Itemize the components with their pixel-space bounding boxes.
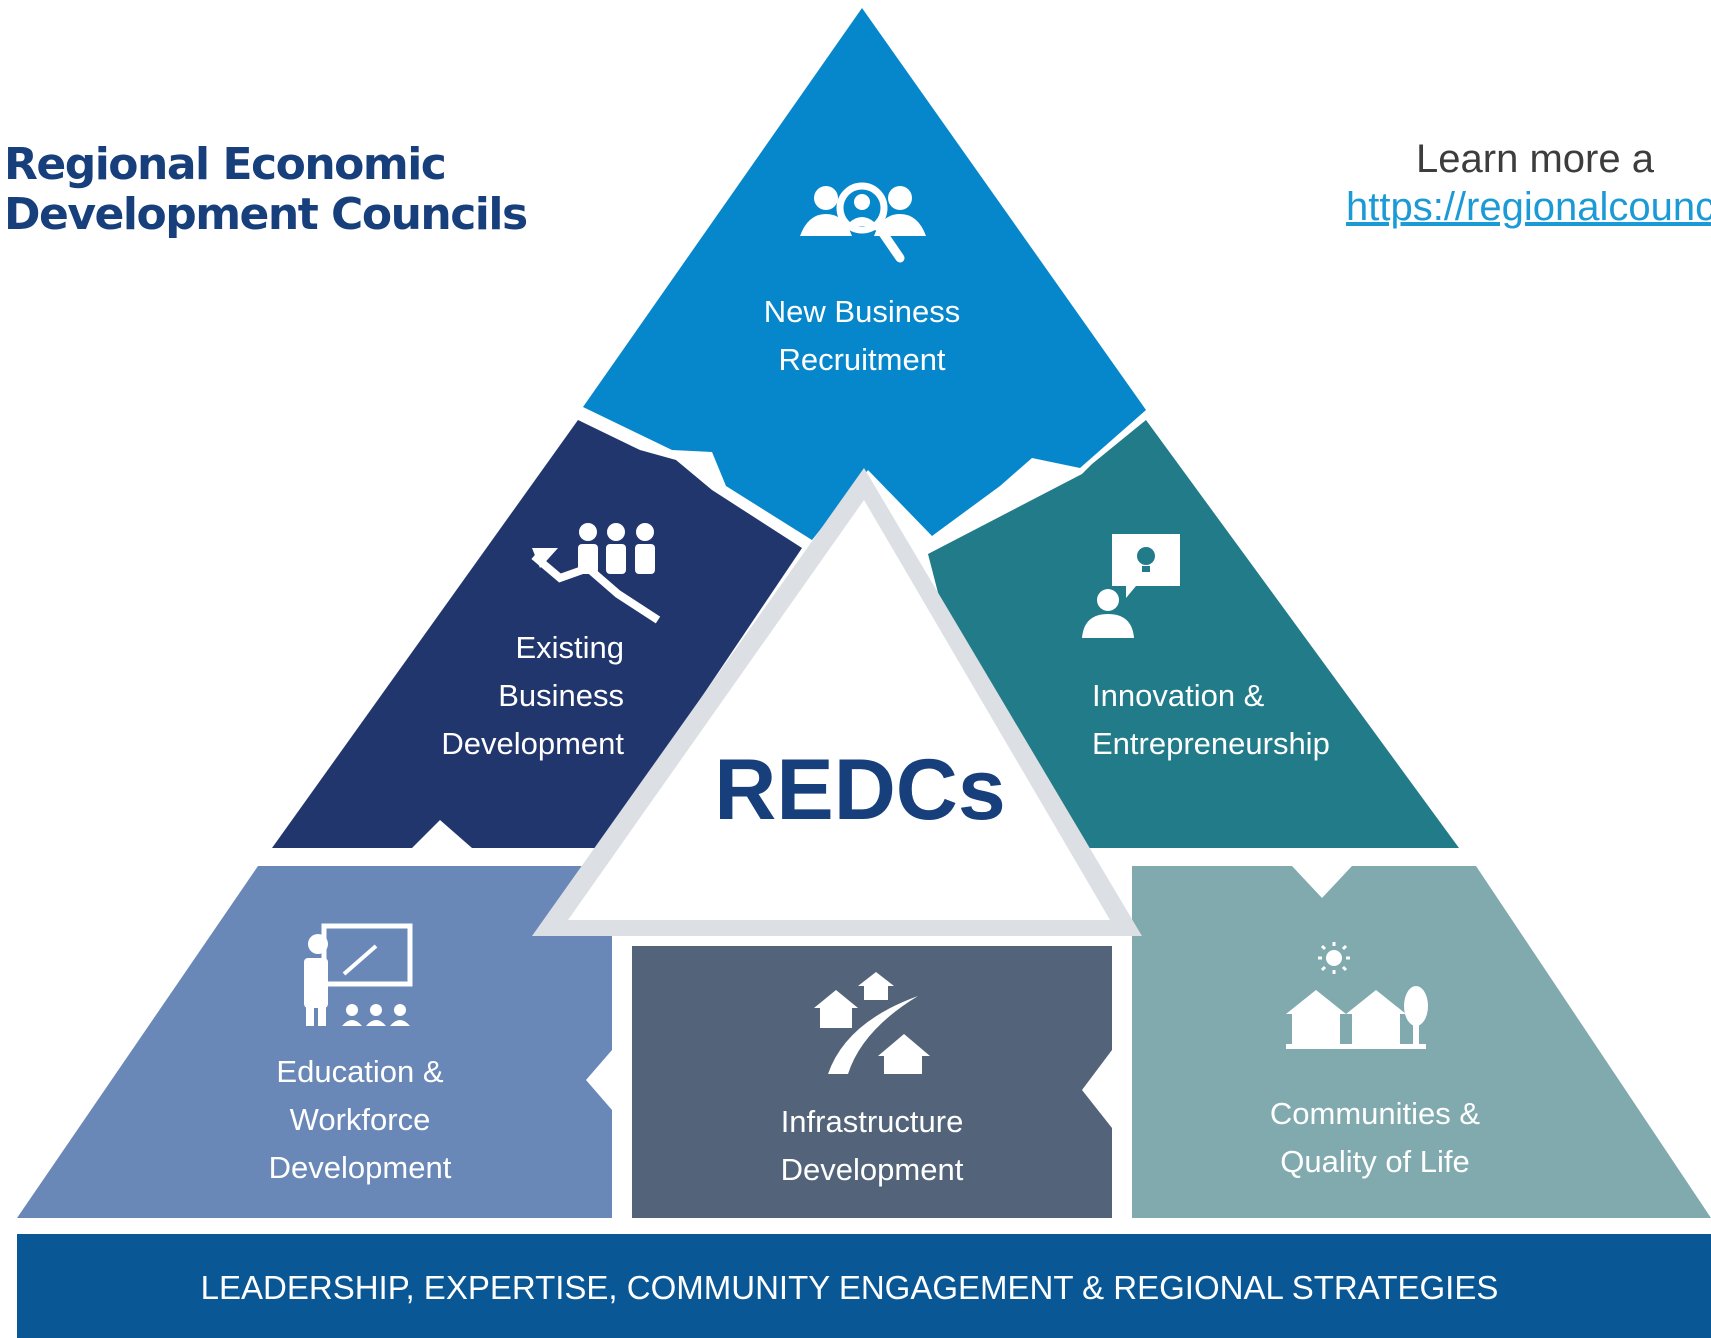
- center-label-redcs: REDCs: [714, 742, 1006, 838]
- foundation-bar: LEADERSHIP, EXPERTISE, COMMUNITY ENGAGEM…: [17, 1234, 1711, 1338]
- heading-line-2: Development Councils: [4, 189, 528, 240]
- label-new-business-recruitment: New Business Recruitment: [763, 294, 961, 377]
- people-growth-arrow-icon: [531, 523, 661, 624]
- segment-communities-quality-of-life: [1132, 866, 1711, 1218]
- teacher-class-icon: [304, 923, 413, 1026]
- heading-line-1: Regional Economic: [4, 139, 447, 190]
- houses-sun-icon: [1286, 942, 1428, 1049]
- segment-existing-business-development: [272, 420, 802, 848]
- segment-new-business-recruitment: [583, 8, 1146, 540]
- foundation-bar-text: LEADERSHIP, EXPERTISE, COMMUNITY ENGAGEM…: [200, 1269, 1499, 1306]
- label-education-workforce-development: Education & Workforce Development: [268, 1054, 452, 1185]
- segment-education-workforce-development: [17, 866, 612, 1218]
- label-communities-quality-of-life: Communities & Quality of Life: [1269, 1096, 1481, 1179]
- people-search-icon: [800, 182, 926, 263]
- label-existing-business-development: Existing Business Development: [441, 630, 624, 761]
- segment-infrastructure-development: [632, 946, 1112, 1218]
- person-idea-icon: [1082, 534, 1180, 638]
- learn-more-block: Learn more a https://regionalcounci: [1255, 135, 1711, 231]
- label-innovation-entrepreneurship: Innovation & Entrepreneurship: [1092, 678, 1330, 761]
- label-infrastructure-development: Infrastructure Development: [780, 1104, 964, 1187]
- diagram-heading: Regional Economic Development Councils: [4, 139, 528, 240]
- center-triangle: [568, 500, 1110, 920]
- road-houses-icon: [814, 972, 930, 1074]
- segment-innovation-entrepreneurship: [928, 420, 1459, 848]
- regional-councils-link[interactable]: https://regionalcounci: [1345, 185, 1711, 229]
- learn-more-text: Learn more a: [1416, 137, 1654, 181]
